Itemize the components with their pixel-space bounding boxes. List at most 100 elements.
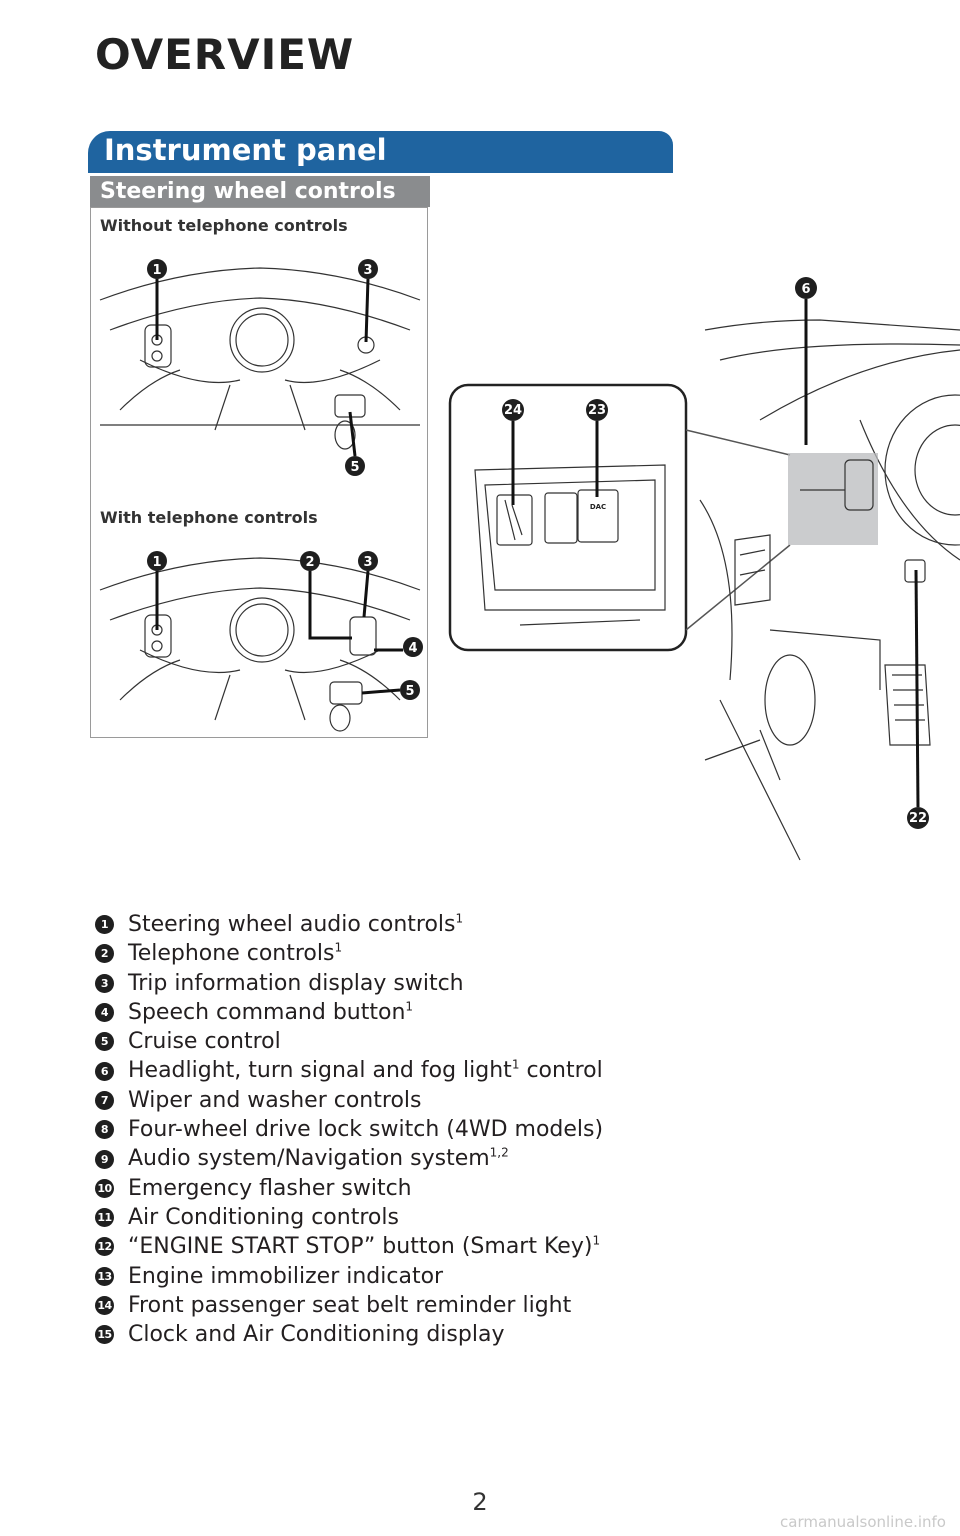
legend-item-text: Wiper and washer controls — [128, 1086, 421, 1115]
legend-item: 3 Trip information display switch — [95, 969, 603, 998]
callout-1-bottom: 1 — [147, 551, 167, 630]
number-bullet: 4 — [95, 1003, 114, 1023]
footnote-marker: 1 — [592, 1233, 601, 1248]
legend-item-text: Speech command button1 — [128, 998, 413, 1027]
legend-item-text: Headlight, turn signal and fog light1 co… — [128, 1056, 603, 1085]
callout-24: 24 — [502, 399, 524, 505]
legend-item-label: Clock and Air Conditioning display — [128, 1322, 505, 1348]
legend-item: 12 “ENGINE START STOP” button (Smart Key)… — [95, 1232, 603, 1261]
callout-4-bottom: 4 — [374, 637, 423, 657]
footnote-marker: 1 — [334, 940, 343, 955]
callout-2-bottom: 2 — [300, 551, 352, 640]
legend-item: 14 Front passenger seat belt reminder lig… — [95, 1291, 603, 1320]
callout-number: 5 — [350, 460, 359, 475]
legend-item-text: Steering wheel audio controls1 — [128, 910, 463, 939]
number-bullet: 2 — [95, 944, 114, 964]
page-number: 2 — [472, 1488, 488, 1516]
legend-item-label: Headlight, turn signal and fog light — [128, 1058, 512, 1084]
callout-6: 6 — [795, 277, 817, 445]
legend-item: 9 Audio system/Navigation system1,2 — [95, 1144, 603, 1173]
number-bullet: 8 — [95, 1120, 114, 1140]
legend-item-text: Engine immobilizer indicator — [128, 1262, 443, 1291]
without-telephone-label: Without telephone controls — [100, 216, 348, 235]
number-bullet: 14 — [95, 1296, 114, 1315]
legend-item-text: Front passenger seat belt reminder light — [128, 1291, 571, 1320]
legend-item: 4 Speech command button1 — [95, 998, 603, 1027]
callout-5-bottom: 5 — [361, 680, 420, 700]
number-bullet: 15 — [95, 1325, 114, 1345]
legend-item: 8 Four-wheel drive lock switch (4WD model… — [95, 1115, 603, 1144]
with-telephone-label: With telephone controls — [100, 508, 318, 527]
legend-item-text: Clock and Air Conditioning display — [128, 1320, 504, 1349]
number-bullet: 9 — [95, 1149, 114, 1169]
callout-number: 5 — [405, 684, 414, 699]
callout-number: 23 — [588, 403, 606, 418]
dac-label: DAC — [590, 503, 606, 511]
legend-item: 10 Emergency flasher switch — [95, 1174, 603, 1203]
subsection-title: Steering wheel controls — [100, 179, 396, 204]
callout-3-top: 3 — [358, 259, 378, 343]
legend-item-text: Audio system/Navigation system1,2 — [128, 1144, 509, 1173]
callout-number: 4 — [408, 641, 417, 656]
number-bullet: 12 — [95, 1237, 114, 1257]
steering-wheel-top-drawing — [99, 267, 421, 450]
number-bullet: 11 — [95, 1208, 114, 1228]
legend-item-text: Telephone controls1 — [128, 939, 342, 968]
legend-item-label: Front passenger seat belt reminder light — [128, 1292, 572, 1318]
steering-controls-panel — [90, 207, 428, 738]
legend-item-label: Steering wheel audio controls — [128, 912, 456, 937]
callout-number: 22 — [909, 811, 927, 826]
legend-item-label: Wiper and washer controls — [128, 1087, 422, 1113]
watermark-text: carmanualsonline.info — [780, 1513, 946, 1531]
number-bullet: 10 — [95, 1178, 114, 1198]
legend-item-text: Air Conditioning controls — [128, 1203, 399, 1232]
callout-22: 22 — [907, 569, 929, 829]
legend-item: 11 Air Conditioning controls — [95, 1203, 603, 1232]
legend-item-label: Four-wheel drive lock switch (4WD models… — [128, 1117, 604, 1143]
legend-item-label: Trip information display switch — [128, 970, 464, 996]
legend-item-label-suffix: control — [519, 1058, 603, 1084]
footnote-marker: 1 — [405, 999, 414, 1014]
legend-item-label: Speech command button — [128, 999, 406, 1025]
legend-item-text: Four-wheel drive lock switch (4WD models… — [128, 1115, 603, 1144]
instrument-panel-illustration: 1 3 5 1 2 3 — [99, 259, 960, 861]
page-title: OVERVIEW — [95, 30, 355, 79]
number-bullet: 1 — [95, 915, 114, 935]
callout-number: 2 — [305, 555, 314, 570]
callout-number: 1 — [152, 555, 161, 570]
legend-item: 2 Telephone controls1 — [95, 939, 603, 968]
callout-number: 3 — [363, 555, 372, 570]
callout-number: 1 — [152, 263, 161, 278]
number-bullet: 7 — [95, 1090, 114, 1110]
legend-item-text: Trip information display switch — [128, 969, 464, 998]
legend-item-text: Cruise control — [128, 1027, 281, 1056]
callout-1-top: 1 — [147, 259, 167, 340]
steering-wheel-bottom-drawing — [99, 557, 421, 732]
footnote-marker: 1 — [455, 911, 464, 926]
section-title: Instrument panel — [104, 133, 387, 167]
callout-3-bottom: 3 — [358, 551, 378, 618]
legend-item: 7 Wiper and washer controls — [95, 1086, 603, 1115]
number-bullet: 5 — [95, 1032, 114, 1052]
legend-item-label: Air Conditioning controls — [128, 1204, 399, 1230]
legend-item-label: Telephone controls — [128, 941, 335, 967]
legend-item-text: Emergency flasher switch — [128, 1174, 412, 1203]
legend-item-label: “ENGINE START STOP” button (Smart Key) — [128, 1234, 593, 1260]
legend-item-label: Emergency flasher switch — [128, 1175, 412, 1201]
dashboard-drawing — [699, 319, 960, 861]
callout-5-top: 5 — [345, 411, 365, 476]
legend-item: 5 Cruise control — [95, 1027, 603, 1056]
footnote-marker: 1 — [511, 1058, 520, 1073]
legend-item-label: Audio system/Navigation system — [128, 1146, 490, 1172]
number-bullet: 3 — [95, 973, 114, 993]
callout-number: 24 — [504, 403, 522, 418]
number-bullet: 6 — [95, 1061, 114, 1081]
legend-item: 15 Clock and Air Conditioning display — [95, 1320, 603, 1349]
section-header-bar — [88, 131, 673, 173]
legend-item-text: “ENGINE START STOP” button (Smart Key)1 — [128, 1232, 600, 1261]
legend-item: 6 Headlight, turn signal and fog light1 c… — [95, 1056, 603, 1085]
callout-23: 23 — [586, 399, 608, 497]
callout-number: 6 — [801, 282, 810, 297]
